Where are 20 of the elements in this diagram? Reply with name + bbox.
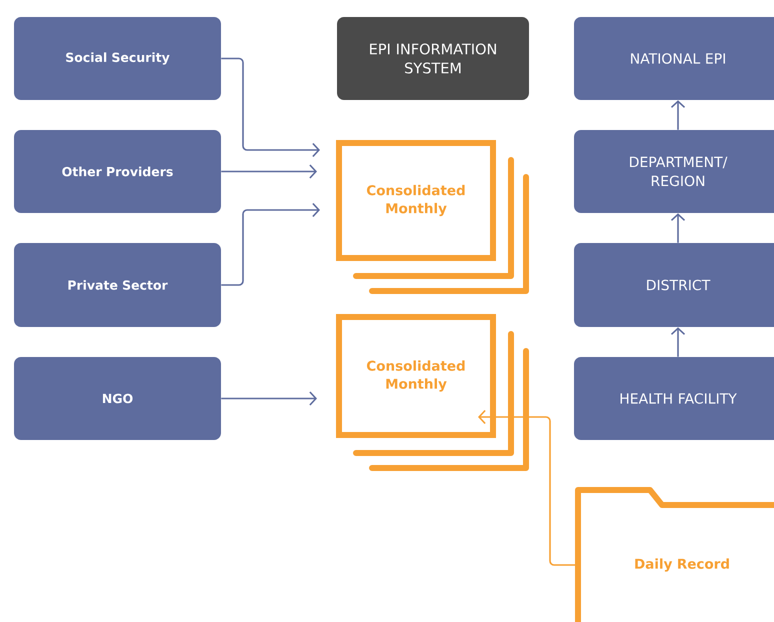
arrow	[670, 100, 686, 130]
document-stack: Consolidated Monthly	[336, 314, 529, 471]
level-box: DISTRICT	[574, 243, 774, 327]
arrow	[670, 327, 686, 357]
document-stack: Consolidated Monthly	[336, 140, 529, 294]
arrow	[221, 391, 317, 406]
process-box: Private Sector	[14, 243, 221, 327]
level-box: HEALTH FACILITY	[574, 357, 774, 440]
arrow	[221, 202, 320, 286]
level-box: DEPARTMENT/ REGION	[574, 130, 774, 213]
process-box: Social Security	[14, 17, 221, 100]
level-box: NATIONAL EPI	[574, 17, 774, 100]
arrow	[670, 213, 686, 243]
arrow	[478, 410, 578, 566]
process-box: Other Providers	[14, 130, 221, 213]
arrow	[221, 58, 320, 158]
process-box: NGO	[14, 357, 221, 440]
system-box: EPI INFORMATION SYSTEM	[337, 17, 529, 100]
arrow	[221, 164, 317, 179]
folder-drawing: Daily Record	[575, 487, 774, 622]
